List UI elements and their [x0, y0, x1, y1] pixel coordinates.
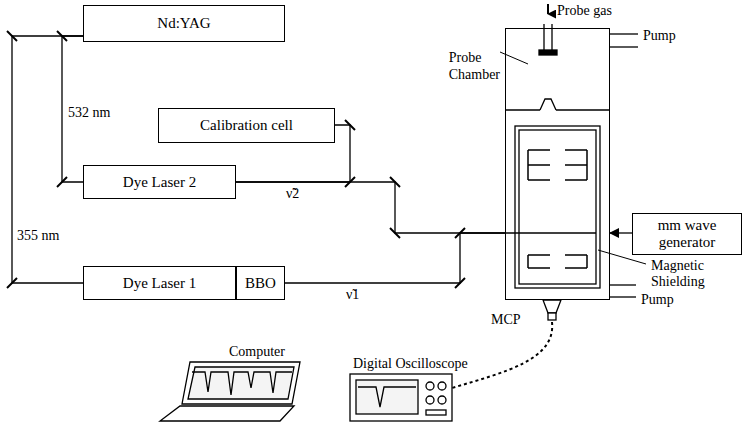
laser-box: Nd:YAG: [83, 5, 285, 42]
laptop-computer: [182, 362, 300, 404]
probe-gas-inlet: [547, 4, 549, 14]
pump-port: [610, 284, 636, 285]
part-label: Digital Oscilloscope: [352, 356, 469, 372]
part-label: Pump: [642, 28, 677, 44]
wave-arrow: [610, 232, 632, 233]
digital-oscilloscope: [426, 410, 446, 415]
skimmer: [505, 109, 540, 110]
part-label: MCP: [490, 312, 522, 328]
electrode-plate: [565, 255, 587, 268]
laser-beam: [505, 232, 596, 233]
digital-oscilloscope: [426, 396, 434, 404]
skimmer: [556, 109, 610, 110]
probe-gas-inlet: [539, 50, 557, 55]
box-label: Dye Laser 1: [123, 275, 196, 292]
digital-oscilloscope: [426, 382, 434, 390]
electrode-plate: [528, 255, 550, 268]
generator-box: mm wave generator: [632, 213, 742, 255]
electrode-plate: [565, 150, 587, 180]
laser-box: Dye Laser 1: [83, 266, 236, 300]
box-label: BBO: [245, 275, 276, 292]
laptop-computer: [188, 367, 294, 399]
skimmer: [505, 99, 610, 110]
part-label: Pump: [640, 292, 675, 308]
part-label: Computer: [228, 344, 286, 360]
calibration-box: Calibration cell: [158, 108, 335, 143]
electrode-plate: [528, 150, 550, 180]
probe-chamber: Probe Chamber: [505, 28, 610, 300]
signal-cable: [452, 322, 552, 388]
digital-oscilloscope: [358, 387, 416, 407]
digital-oscilloscope: [350, 374, 452, 421]
skimmer: [540, 99, 556, 110]
probe-gas-inlet: [539, 4, 557, 55]
box-label: Calibration cell: [200, 117, 293, 134]
laser-beam: [285, 233, 505, 283]
mcp-detector: [543, 300, 561, 313]
pump-port: [610, 296, 636, 297]
electrode-plate: [528, 150, 587, 268]
box-label: Nd:YAG: [157, 15, 210, 32]
crystal-box: BBO: [236, 266, 285, 300]
pump-port: [610, 33, 638, 34]
pump-port: [610, 46, 638, 47]
digital-oscilloscope: [350, 374, 452, 421]
beam-label: 532 nm: [67, 105, 111, 121]
laptop-computer: [160, 362, 300, 421]
laptop-computer: [192, 372, 292, 395]
mirror: [7, 31, 465, 288]
beam-label: 355 nm: [16, 228, 60, 244]
magnetic-shielding: [515, 126, 600, 288]
beam-label: ν̃2: [285, 186, 300, 202]
magnetic-shielding: [515, 126, 600, 288]
digital-oscilloscope: [356, 380, 418, 414]
laptop-computer: [160, 406, 294, 421]
box-label: mm wave generator: [638, 217, 736, 251]
digital-oscilloscope: [438, 396, 446, 404]
digital-oscilloscope: [438, 382, 446, 390]
mcp-detector: [548, 313, 556, 320]
part-label: Probe gas: [556, 3, 613, 19]
beam-label: ν̃1: [345, 287, 360, 303]
mcp-detector: [543, 300, 561, 320]
laser-beam: [236, 182, 505, 233]
part-label: Magnetic Shielding: [650, 258, 724, 290]
laser-box: Dye Laser 2: [83, 165, 236, 199]
magnetic-shielding: [519, 130, 596, 284]
laser-beam: [12, 36, 83, 283]
chamber-label: Probe Chamber: [449, 49, 500, 83]
box-label: Dye Laser 2: [123, 174, 196, 191]
